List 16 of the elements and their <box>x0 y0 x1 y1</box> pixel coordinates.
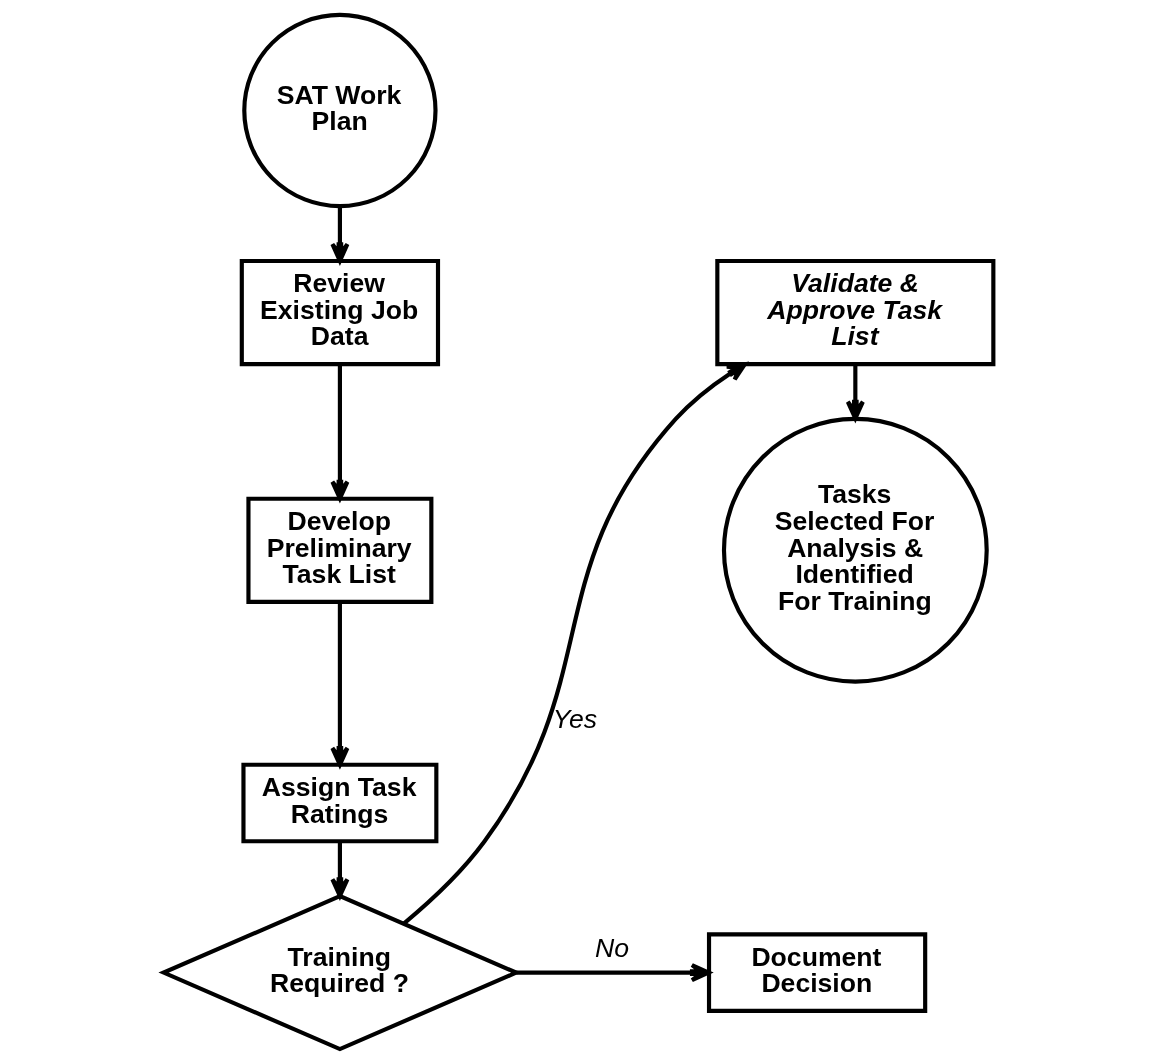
edge-label: Yes <box>552 703 597 734</box>
edge-label: No <box>594 933 629 964</box>
arrow <box>401 362 747 926</box>
node-box: Review Existing Job Data <box>239 258 440 367</box>
node-box: Document Decision <box>706 932 927 1013</box>
node-box: Validate & Approve Task List <box>714 258 995 367</box>
node-circle: Tasks Selected For Analysis & Identified For Training <box>721 416 989 684</box>
node-circle: SAT Work Plan <box>241 12 438 209</box>
arrow <box>329 364 349 501</box>
node-box: Develop Preliminary Task List <box>245 496 433 604</box>
arrow <box>329 602 349 767</box>
node-box: Assign Task Ratings <box>240 762 438 844</box>
arrow <box>329 206 349 263</box>
arrow <box>515 963 711 983</box>
arrow <box>845 364 865 421</box>
arrow <box>329 841 349 899</box>
